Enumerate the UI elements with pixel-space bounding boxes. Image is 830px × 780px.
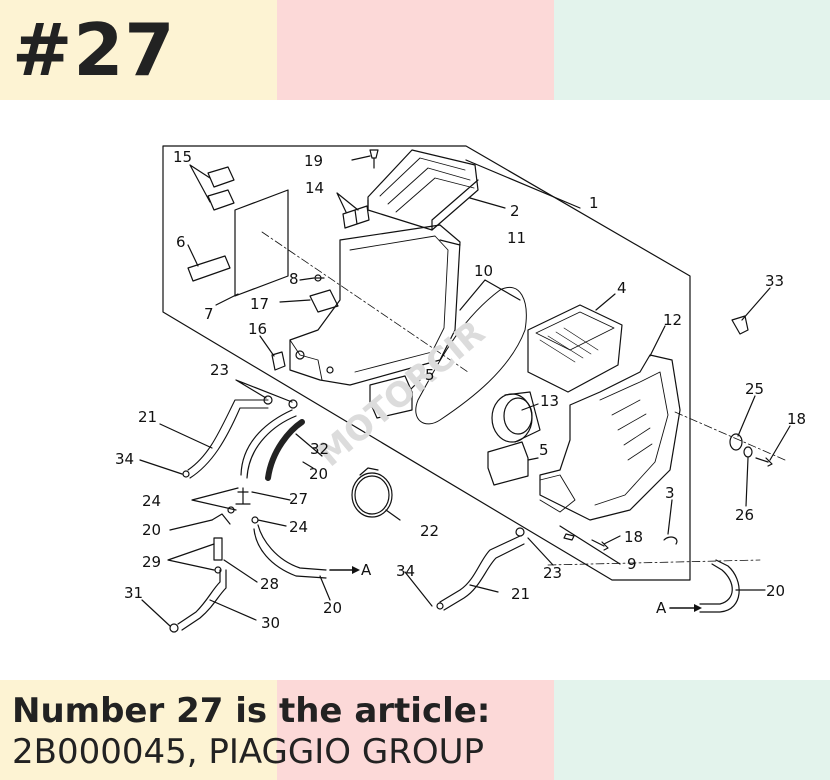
clip-14 xyxy=(342,205,370,229)
callout-21a: 21 xyxy=(138,408,157,426)
hose-20-left xyxy=(240,409,297,479)
footer-band xyxy=(0,680,830,780)
callout-30: 30 xyxy=(261,614,280,632)
callout-13: 13 xyxy=(540,392,559,410)
filter-element xyxy=(527,304,623,393)
callouts: 15 19 14 1 2 11 6 10 8 33 4 17 7 12 16 2… xyxy=(115,148,806,632)
hose-21-left xyxy=(187,399,269,479)
callout-28: 28 xyxy=(260,575,279,593)
callout-5a: 5 xyxy=(425,366,435,384)
elbow-20 xyxy=(211,513,231,525)
callout-7: 7 xyxy=(204,305,214,323)
callout-15: 15 xyxy=(173,148,192,166)
exploded-parts-diagram: MOTORCIR 15 19 14 1 2 11 6 10 8 33 4 17 … xyxy=(115,145,806,633)
pad-6 xyxy=(187,255,231,282)
header-band xyxy=(0,0,830,100)
callout-4: 4 xyxy=(617,279,627,297)
callout-3: 3 xyxy=(665,484,675,502)
callout-27: 27 xyxy=(289,490,308,508)
callout-arrow-a1: A xyxy=(361,561,372,579)
callout-20c: 20 xyxy=(766,582,785,600)
hose-21-right xyxy=(439,535,525,611)
filter-cover xyxy=(367,149,479,231)
callout-32: 32 xyxy=(310,440,329,458)
article-code-brand: 2B000045, PIAGGIO GROUP xyxy=(12,732,484,772)
callout-22: 22 xyxy=(420,522,439,540)
bush-25 xyxy=(729,433,743,451)
pad-15b xyxy=(207,189,235,211)
ring-31 xyxy=(169,623,179,633)
callout-20b: 20 xyxy=(142,521,161,539)
hose-20-bottom xyxy=(253,524,327,579)
callout-26: 26 xyxy=(735,506,754,524)
lower-housing xyxy=(289,224,461,386)
upper-housing xyxy=(539,354,681,521)
callout-1: 1 xyxy=(589,194,599,212)
callout-25: 25 xyxy=(745,380,764,398)
callout-33: 33 xyxy=(765,272,784,290)
sheet-7 xyxy=(234,189,289,297)
callout-14: 14 xyxy=(305,179,324,197)
clamp-22 xyxy=(351,467,393,518)
callout-18b: 18 xyxy=(624,528,643,546)
hose-30 xyxy=(177,569,227,631)
callout-23b: 23 xyxy=(543,564,562,582)
callout-29: 29 xyxy=(142,553,161,571)
assembly-outline xyxy=(162,145,691,581)
stripe-yellow xyxy=(0,0,277,100)
valve-16 xyxy=(271,351,286,371)
callout-18a: 18 xyxy=(787,410,806,428)
washer-26 xyxy=(743,446,753,458)
stripe-yellow-bottom xyxy=(0,680,277,780)
callout-21b: 21 xyxy=(511,585,530,603)
stripe-mint xyxy=(554,0,830,100)
watermark: MOTORCIR xyxy=(310,313,493,475)
part-number-heading: #27 xyxy=(12,8,176,92)
stripe-mint-bottom xyxy=(554,680,830,780)
callout-19: 19 xyxy=(304,152,323,170)
screw-18-lower xyxy=(591,539,609,551)
callout-8: 8 xyxy=(289,270,299,288)
callout-16: 16 xyxy=(248,320,267,338)
callout-34a: 34 xyxy=(115,450,134,468)
connector-28 xyxy=(213,537,223,561)
callout-5b: 5 xyxy=(539,441,549,459)
screw-18-right xyxy=(755,457,773,467)
callout-20d: 20 xyxy=(323,599,342,617)
hose-20-right xyxy=(699,559,740,613)
pad-15a xyxy=(207,166,235,188)
callout-34b: 34 xyxy=(396,562,415,580)
callout-arrow-a2: A xyxy=(656,599,667,617)
stripe-pink-bottom xyxy=(277,680,554,780)
seal-10 xyxy=(415,287,527,425)
callout-23a: 23 xyxy=(210,361,229,379)
callout-9: 9 xyxy=(627,555,637,573)
foam-5b xyxy=(487,441,529,486)
duct-13 xyxy=(491,391,541,443)
callout-11: 11 xyxy=(507,229,526,247)
clip-3 xyxy=(663,536,678,545)
callout-31: 31 xyxy=(124,584,143,602)
callout-20a: 20 xyxy=(309,465,328,483)
callout-24a: 24 xyxy=(142,492,161,510)
bracket-33 xyxy=(731,315,749,335)
callout-6: 6 xyxy=(176,233,186,251)
t-fitting-27 xyxy=(235,487,251,505)
stripe-pink xyxy=(277,0,554,100)
callout-10: 10 xyxy=(474,262,493,280)
callout-17: 17 xyxy=(250,295,269,313)
foam-5a xyxy=(369,375,413,419)
hose-32 xyxy=(265,419,305,481)
callout-2: 2 xyxy=(510,202,520,220)
screw-19 xyxy=(369,149,379,169)
callout-24b: 24 xyxy=(289,518,308,536)
block-17 xyxy=(309,289,339,313)
callout-12: 12 xyxy=(663,311,682,329)
article-caption: Number 27 is the article: xyxy=(12,691,491,731)
